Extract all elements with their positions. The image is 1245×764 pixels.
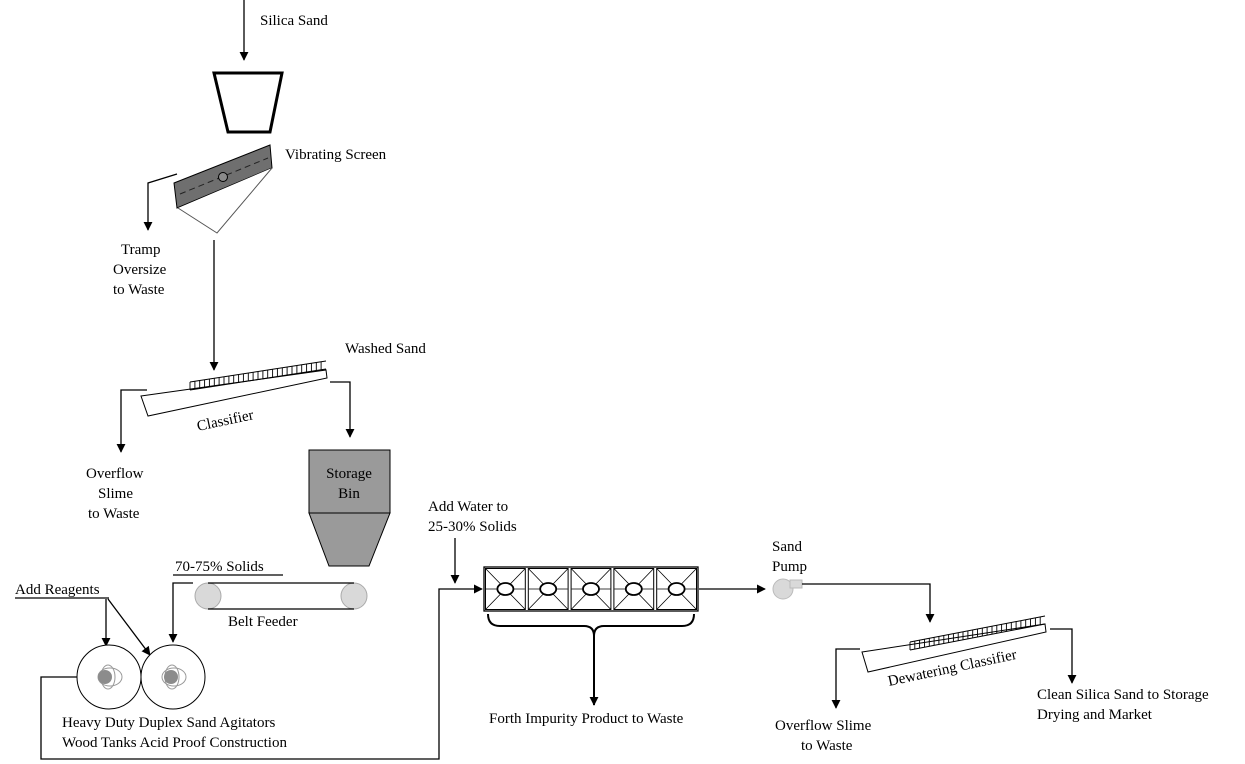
agitator-right bbox=[140, 644, 206, 710]
flotation-cell bbox=[656, 568, 698, 610]
label-oversize: Oversize bbox=[113, 262, 167, 278]
label-washed-sand: Washed Sand bbox=[345, 341, 426, 357]
flotation-cell-group bbox=[485, 568, 698, 610]
washed-sand-arrow bbox=[330, 381, 355, 438]
label-add-reagents: Add Reagents bbox=[15, 582, 100, 598]
sand-pump-outlet bbox=[789, 579, 803, 589]
belt-to-agitator-arrow bbox=[168, 582, 193, 643]
agitator-to-flotation-line bbox=[40, 584, 483, 760]
pump-to-dewatering-arrow bbox=[802, 583, 935, 623]
flotation-cell bbox=[570, 568, 612, 610]
label-classifier: Classifier bbox=[196, 407, 256, 435]
label-add-water: Add Water to bbox=[428, 499, 508, 515]
label-belt-feeder: Belt Feeder bbox=[228, 614, 298, 630]
overflow1-arrow bbox=[116, 389, 147, 453]
label-solids-70: 70-75% Solids bbox=[175, 559, 264, 575]
label-bin: Bin bbox=[338, 486, 360, 502]
agitator-left bbox=[76, 644, 142, 710]
label-vibrating-screen: Vibrating Screen bbox=[285, 147, 387, 163]
label-overflow2: Overflow Slime bbox=[775, 718, 872, 734]
label-pump: Pump bbox=[772, 559, 807, 575]
storage-bin bbox=[308, 449, 391, 514]
reagent-arrow-2 bbox=[107, 598, 151, 656]
sand-pump bbox=[772, 578, 794, 600]
label-storage: Storage bbox=[326, 466, 372, 482]
belt-roller-left bbox=[194, 582, 222, 610]
label-sand: Sand bbox=[772, 539, 803, 555]
label-tramp: Tramp bbox=[121, 242, 160, 258]
vibrating-screen-dashes bbox=[179, 157, 269, 195]
flotation-cell bbox=[527, 568, 569, 610]
label-wood-tanks: Wood Tanks Acid Proof Construction bbox=[62, 735, 287, 751]
label-add-water-solids: 25-30% Solids bbox=[428, 519, 517, 535]
flotation-cell bbox=[485, 568, 526, 610]
overflow2-arrow bbox=[831, 648, 860, 709]
label-overflow1-slime: Slime bbox=[98, 486, 133, 502]
dewatering-tank bbox=[861, 623, 1047, 673]
screen-chute bbox=[177, 167, 273, 234]
label-overflow2-waste: to Waste bbox=[801, 738, 853, 754]
dewatering-rakes bbox=[909, 615, 1046, 651]
label-clean-sand: Clean Silica Sand to Storage bbox=[1037, 687, 1209, 703]
storage-bin-cone bbox=[308, 512, 391, 567]
label-froth: Forth Impurity Product to Waste bbox=[489, 711, 684, 727]
froth-brace bbox=[487, 613, 695, 637]
label-overflow1: Overflow bbox=[86, 466, 144, 482]
flotation-cell bbox=[613, 568, 655, 610]
hopper bbox=[212, 71, 284, 134]
label-drying-market: Drying and Market bbox=[1037, 707, 1153, 723]
label-agitators: Heavy Duty Duplex Sand Agitators bbox=[62, 715, 275, 731]
tramp-arrow bbox=[143, 173, 178, 231]
vibrating-screen-eccentric bbox=[218, 172, 228, 182]
label-overflow1-waste: to Waste bbox=[88, 506, 140, 522]
classifier-rakes bbox=[189, 360, 327, 391]
clean-sand-arrow bbox=[1050, 628, 1077, 684]
label-tramp-waste: to Waste bbox=[113, 282, 165, 298]
belt-roller-right bbox=[340, 582, 368, 610]
label-silica-sand: Silica Sand bbox=[260, 13, 328, 29]
